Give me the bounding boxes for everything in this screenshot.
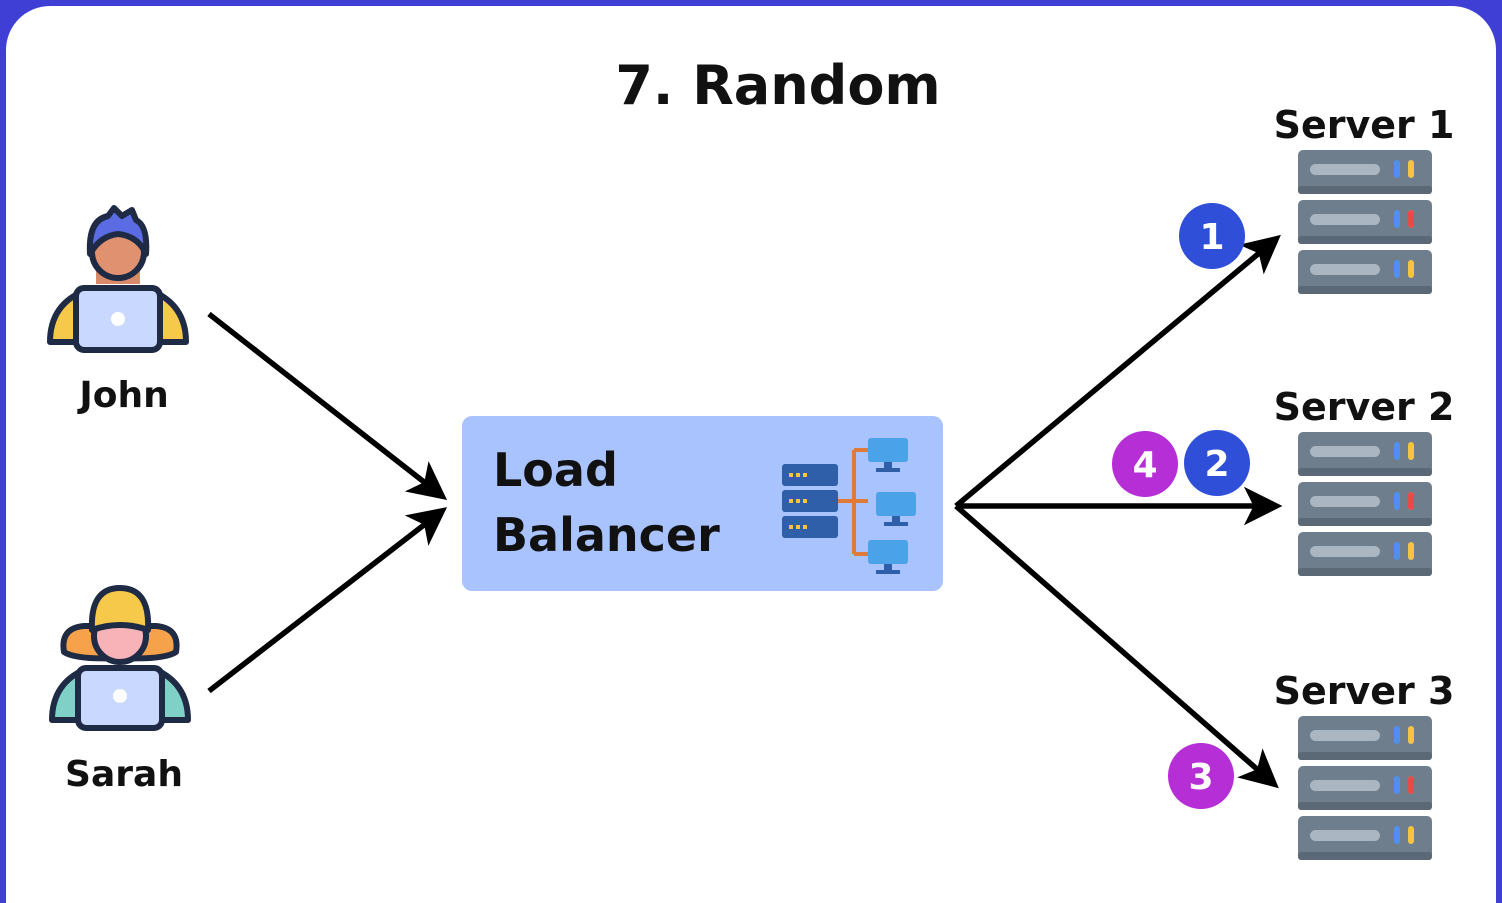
arrow-lb-to-server-1 xyxy=(954,234,1281,509)
load-balancer-label-line1: Load xyxy=(493,443,618,497)
request-badge-3: 3 xyxy=(1168,743,1234,809)
user-sarah: Sarah xyxy=(49,585,191,795)
load-balancer-label-line2: Balancer xyxy=(493,508,720,562)
server-rack-icon xyxy=(1298,432,1432,576)
user-laptop-icon xyxy=(49,585,191,731)
load-balancer: Load Balancer xyxy=(462,416,943,591)
diagram-title: 7. Random xyxy=(615,54,940,117)
request-badge-1: 1 xyxy=(1179,203,1245,269)
request-badge-2: 2 xyxy=(1184,430,1250,496)
arrow-sarah-to-lb xyxy=(207,507,448,694)
diagram-card: 7. Random John xyxy=(6,6,1496,903)
server-2: Server 2 xyxy=(1274,385,1455,576)
server-label-2: Server 2 xyxy=(1274,385,1455,429)
request-badge-number: 4 xyxy=(1132,445,1157,486)
arrow-lb-to-server-3 xyxy=(954,503,1279,789)
server-label-3: Server 3 xyxy=(1274,669,1455,713)
request-badge-4: 4 xyxy=(1112,431,1178,497)
network-hierarchy-icon xyxy=(782,438,916,574)
server-rack-icon xyxy=(1298,716,1432,860)
user-label-sarah: Sarah xyxy=(65,754,183,795)
diagram-canvas: 7. Random John xyxy=(47,54,1455,860)
user-label-john: John xyxy=(76,375,168,416)
request-badge-number: 2 xyxy=(1204,444,1229,485)
user-john: John xyxy=(47,205,189,416)
load-balancer-box xyxy=(462,416,943,591)
server-3: Server 3 xyxy=(1274,669,1455,860)
request-badge-number: 3 xyxy=(1188,757,1213,798)
server-label-1: Server 1 xyxy=(1274,103,1455,147)
server-rack-icon xyxy=(1298,150,1432,294)
server-1: Server 1 xyxy=(1274,103,1455,294)
arrow-john-to-lb xyxy=(207,311,448,500)
request-badge-number: 1 xyxy=(1199,217,1224,258)
user-laptop-icon xyxy=(47,205,189,353)
